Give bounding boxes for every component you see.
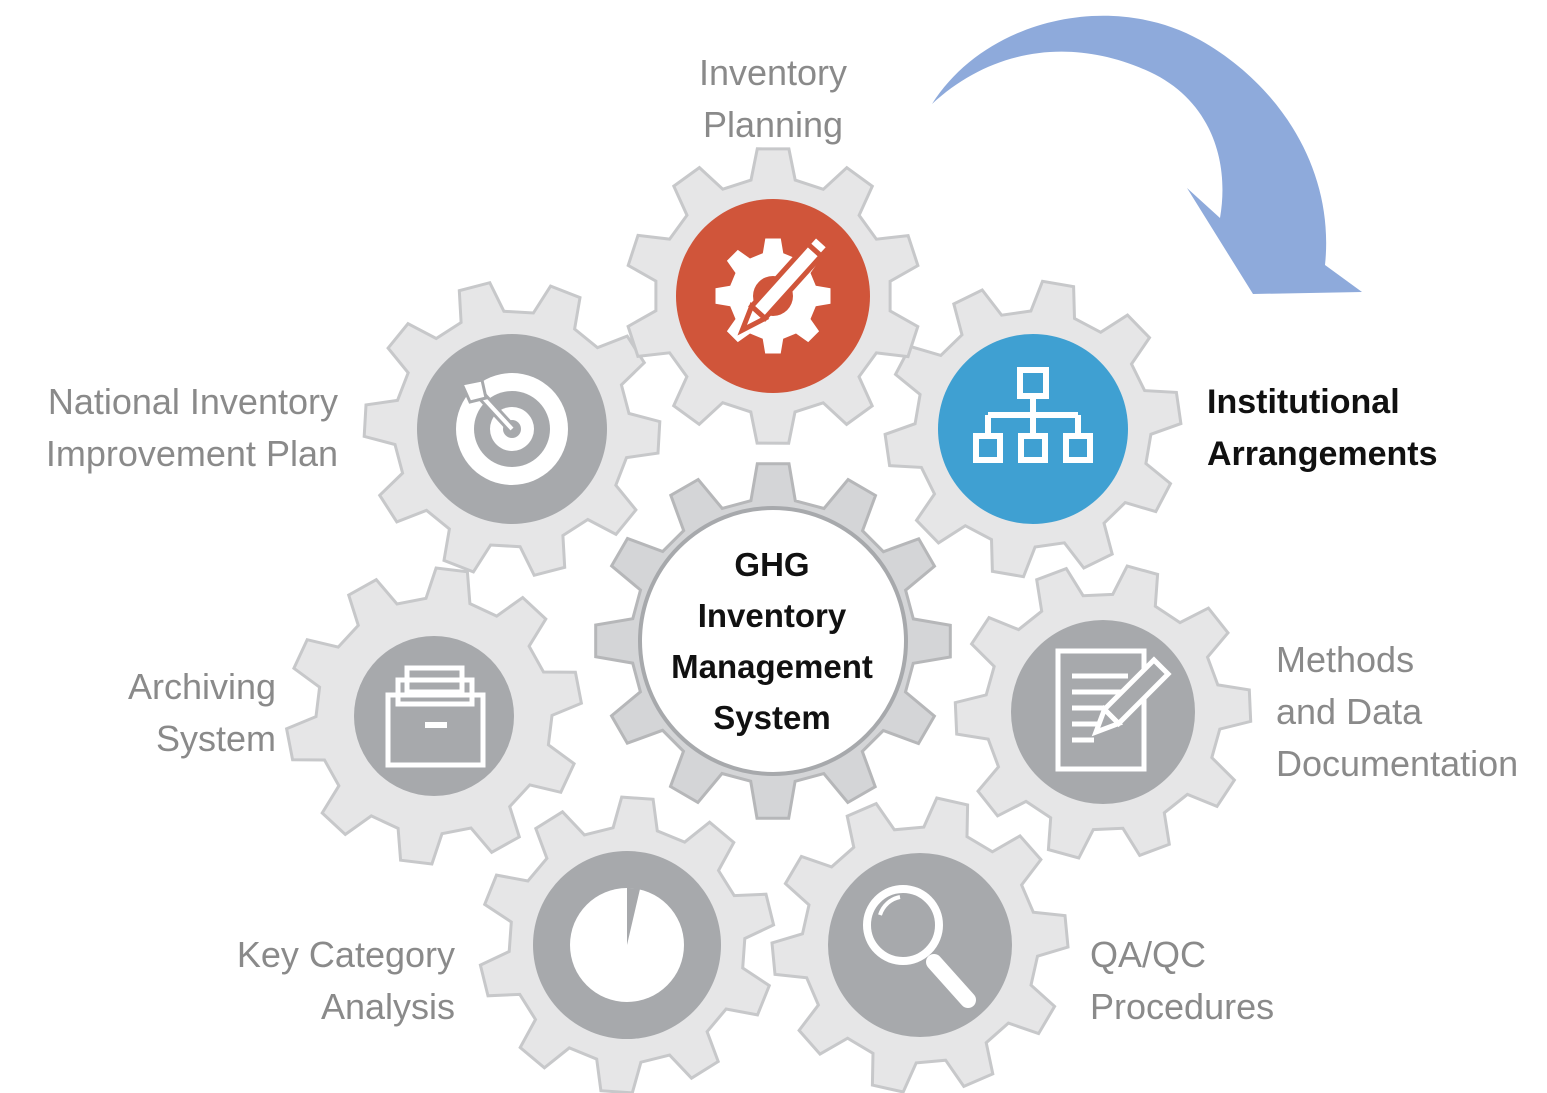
- curved-arrow: [932, 15, 1362, 294]
- pie-chart-icon: [570, 887, 684, 1002]
- label-archiving-system: Archiving System: [127, 666, 276, 759]
- org-chart-icon: [973, 367, 1093, 463]
- label-key-category-analysis: Key Category Analysis: [236, 934, 455, 1027]
- center-line: Management: [671, 648, 873, 685]
- center-gear: [594, 462, 952, 820]
- label-methods-documentation: Methods and Data Documentation: [1276, 639, 1519, 784]
- label-qaqc-procedures: QA/QC Procedures: [1090, 934, 1275, 1027]
- gear-pencil-icon: [715, 231, 833, 354]
- file-box-icon: [385, 665, 486, 768]
- gear-archiving: [284, 566, 584, 866]
- label-inventory-planning: Inventory Planning: [698, 52, 848, 145]
- center-title: GHG Inventory Management System: [641, 536, 903, 746]
- label-institutional-arrangements: Institutional Arrangements: [1207, 383, 1438, 473]
- magnifier-icon: [863, 885, 976, 1008]
- center-line: GHG: [734, 546, 810, 583]
- document-pencil-icon: [1055, 648, 1172, 772]
- center-line: Inventory: [697, 597, 847, 634]
- target-icon: [456, 373, 568, 485]
- gear-disc-archiving: [354, 636, 514, 796]
- center-line: System: [713, 699, 831, 736]
- label-improvement-plan: National Inventory Improvement Plan: [45, 381, 338, 474]
